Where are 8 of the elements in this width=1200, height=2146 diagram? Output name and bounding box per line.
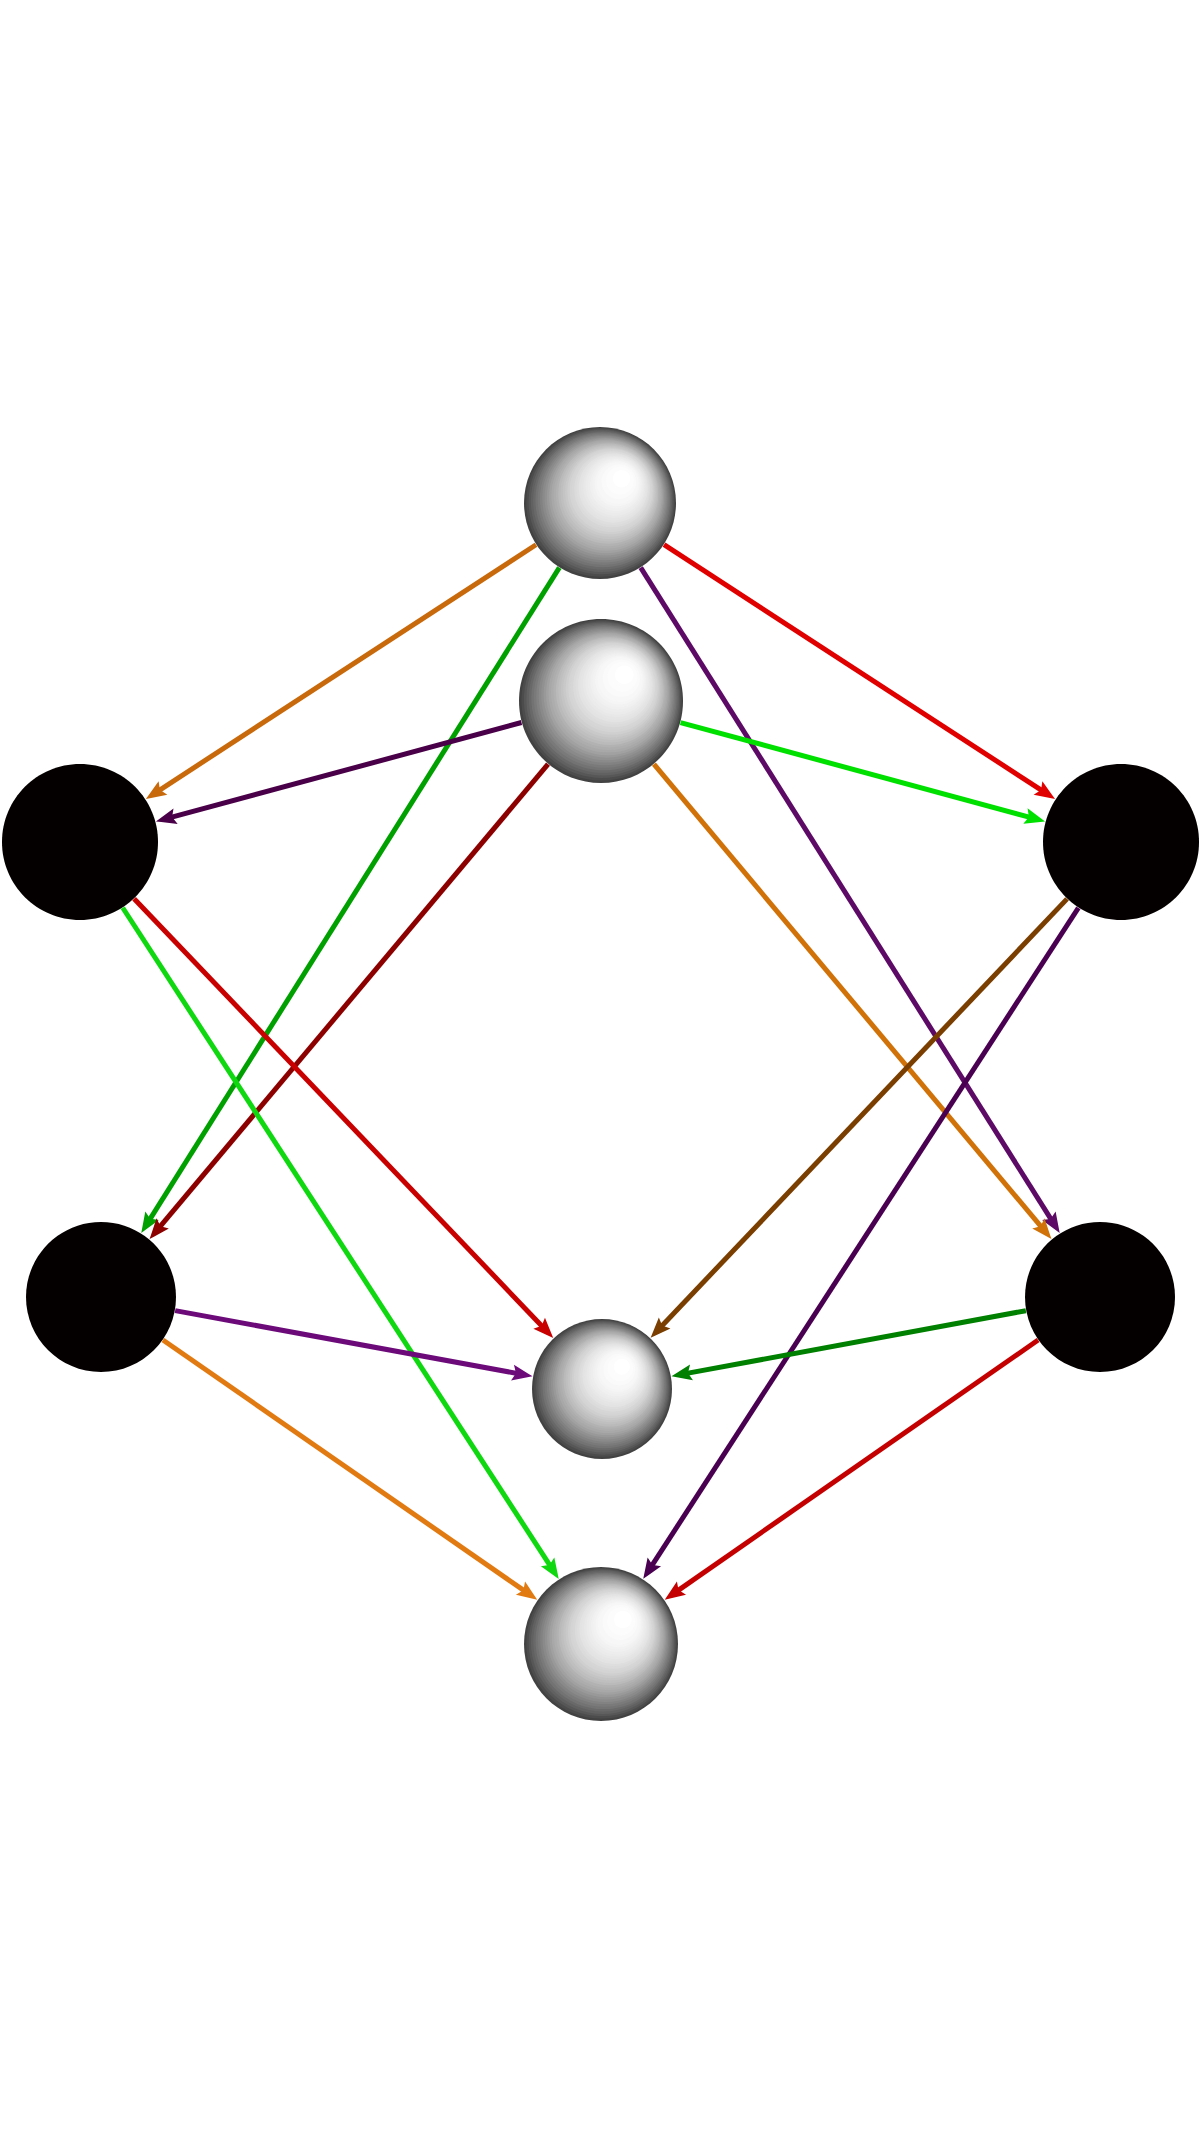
sphere: [519, 619, 683, 783]
sphere: [1025, 1222, 1175, 1372]
sphere: [524, 427, 676, 579]
sphere: [1043, 764, 1199, 920]
sphere: [26, 1222, 176, 1372]
sphere: [524, 1567, 678, 1721]
sphere: [532, 1319, 672, 1459]
sphere: [2, 764, 158, 920]
